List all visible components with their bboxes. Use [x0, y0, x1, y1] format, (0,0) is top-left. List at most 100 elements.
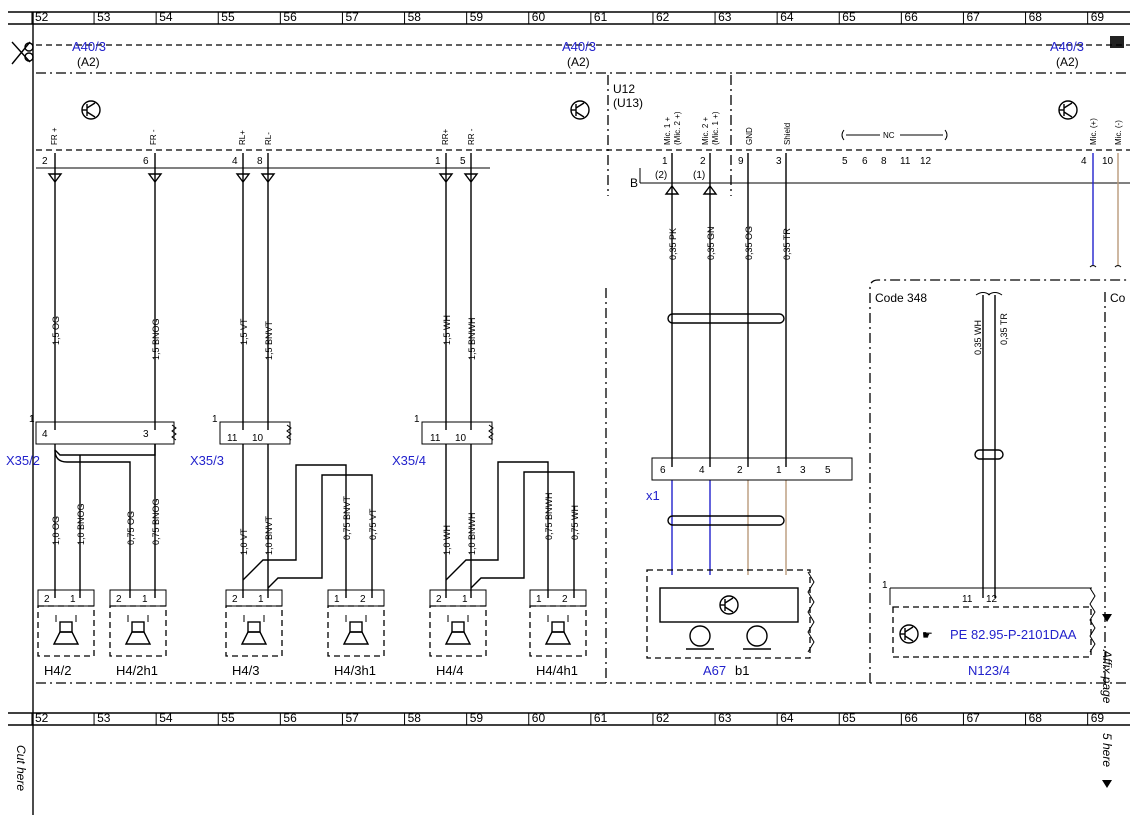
microphone-icon: [746, 625, 768, 647]
amp-pins: FR + 2 FR - 6 RL+ 4 RL- 8 RR+ 1 RR - 5: [42, 127, 476, 167]
wire-label: 0,75 WH: [570, 505, 580, 540]
speaker-name: H4/4h1: [536, 663, 578, 678]
wire-label: 0,75 BNWH: [544, 492, 554, 540]
pin-number: 10: [252, 433, 264, 444]
pin-number: 1: [29, 414, 35, 425]
connector-x35-4[interactable]: 1 11 10: [414, 414, 494, 445]
ruler-column-number: 58: [408, 10, 422, 24]
wire-label: 1,0 OG: [51, 516, 61, 545]
ruler-column-number: 67: [967, 711, 981, 725]
pin-alt-label: (Mic. 2 +): [673, 111, 682, 145]
pin-number: 1: [258, 594, 264, 605]
wire-label: 0,35 TR: [782, 228, 792, 260]
speaker-icon: [444, 615, 472, 645]
microphone-icon: [689, 625, 711, 647]
lower-wire-labels: 1,0 OG 1,0 BNOG 0,75 OG 0,75 BNOG 1,0 VT…: [51, 492, 580, 555]
module-name[interactable]: A40/3: [1050, 39, 1084, 54]
pin-label: RR -: [467, 128, 476, 145]
ruler-column-number: 66: [904, 10, 918, 24]
ruler-column-number: 59: [470, 711, 484, 725]
pointer-hand-icon: ☛: [922, 628, 933, 642]
wire-label: 0,35 OG: [744, 226, 754, 260]
pin-number: 5: [825, 465, 831, 476]
wire-label: 1,5 WH: [442, 315, 452, 345]
pin-alt-number: (1): [693, 170, 705, 181]
pin-number: 8: [881, 156, 887, 167]
connector-name[interactable]: X35/3: [190, 453, 224, 468]
corner-mark-icon: [1110, 36, 1124, 48]
wire-label: 0,35 TR: [999, 313, 1009, 345]
pin-number: 1: [882, 580, 888, 591]
transistor-icon: [81, 100, 101, 120]
connector-name[interactable]: x1: [646, 488, 660, 503]
pin-number: 1: [536, 594, 542, 605]
pin-number: 2: [360, 594, 366, 605]
pin-label: FR +: [50, 127, 59, 145]
connector-x35-3[interactable]: 1 11 10: [212, 414, 292, 445]
pin-number: 2: [737, 465, 743, 476]
speaker-icon: [342, 615, 370, 645]
ruler-column-number: 56: [283, 711, 297, 725]
pin-number: 6: [862, 156, 868, 167]
ruler-column-number: 65: [842, 10, 856, 24]
connector-x35-2[interactable]: 1 4 3: [29, 414, 177, 445]
ruler-column-number: 58: [408, 711, 422, 725]
ruler-column-number: 62: [656, 10, 670, 24]
pin-alt-number: (2): [655, 170, 667, 181]
pin-number: 1: [435, 156, 441, 167]
ruler-column-number: 69: [1091, 711, 1105, 725]
connector-x1[interactable]: 6 4 2 1 3 5: [651, 457, 853, 481]
ruler-column-number: 55: [221, 10, 235, 24]
pin-number: 2: [116, 594, 122, 605]
speaker-icon: [124, 615, 152, 645]
module-position: (A2): [567, 55, 590, 69]
pin-number: 3: [800, 465, 806, 476]
cut-here-label: Cut here: [14, 745, 28, 791]
ruler-column-number: 69: [1091, 10, 1105, 24]
ruler-column-number: 56: [283, 10, 297, 24]
module-name[interactable]: A40/3: [562, 39, 596, 54]
speaker-icon: [544, 615, 572, 645]
speaker-icon: [240, 615, 268, 645]
pin-number: 4: [42, 429, 48, 440]
wire-label: 1,0 WH: [442, 525, 452, 555]
pin-number: 1: [414, 414, 420, 425]
module-position: (A2): [1056, 55, 1079, 69]
component-name[interactable]: A67: [703, 663, 726, 678]
code348-label: Code 348: [875, 291, 927, 305]
affix-top-label: Affix page: [1100, 649, 1114, 704]
wire-label: 0,75 BNOG: [151, 498, 161, 545]
speaker-name: H4/3h1: [334, 663, 376, 678]
wire-label: 1,5 OG: [51, 316, 61, 345]
affix-arrow-icon: [1102, 780, 1112, 788]
connector-name[interactable]: X35/4: [392, 453, 426, 468]
module-name[interactable]: A40/3: [72, 39, 106, 54]
a67-component[interactable]: [646, 569, 815, 659]
speaker-name: H4/2h1: [116, 663, 158, 678]
pin-number: 9: [738, 156, 744, 167]
pe-reference-link[interactable]: PE 82.95-P-2101DAA: [950, 627, 1077, 642]
pin-number: 3: [143, 429, 149, 440]
pin-number: 1: [776, 465, 782, 476]
pin-label: Mic. 1 +: [663, 116, 672, 145]
module-position: (A2): [77, 55, 100, 69]
wire-label: 0,35 GN: [706, 226, 716, 260]
pin-number: 4: [232, 156, 238, 167]
code348-partial-label: Co: [1110, 291, 1126, 305]
pin-label: FR -: [149, 129, 158, 145]
component-name[interactable]: N123/4: [968, 663, 1010, 678]
wire-label: 0,35 WH: [973, 320, 983, 355]
n123-component[interactable]: 1 11 12 ☛: [882, 580, 1096, 658]
ruler-column-number: 53: [97, 10, 111, 24]
connector-name[interactable]: X35/2: [6, 453, 40, 468]
wire-label: 1,5 VT: [239, 318, 249, 345]
pin-label: Mic. 2 +: [701, 116, 710, 145]
